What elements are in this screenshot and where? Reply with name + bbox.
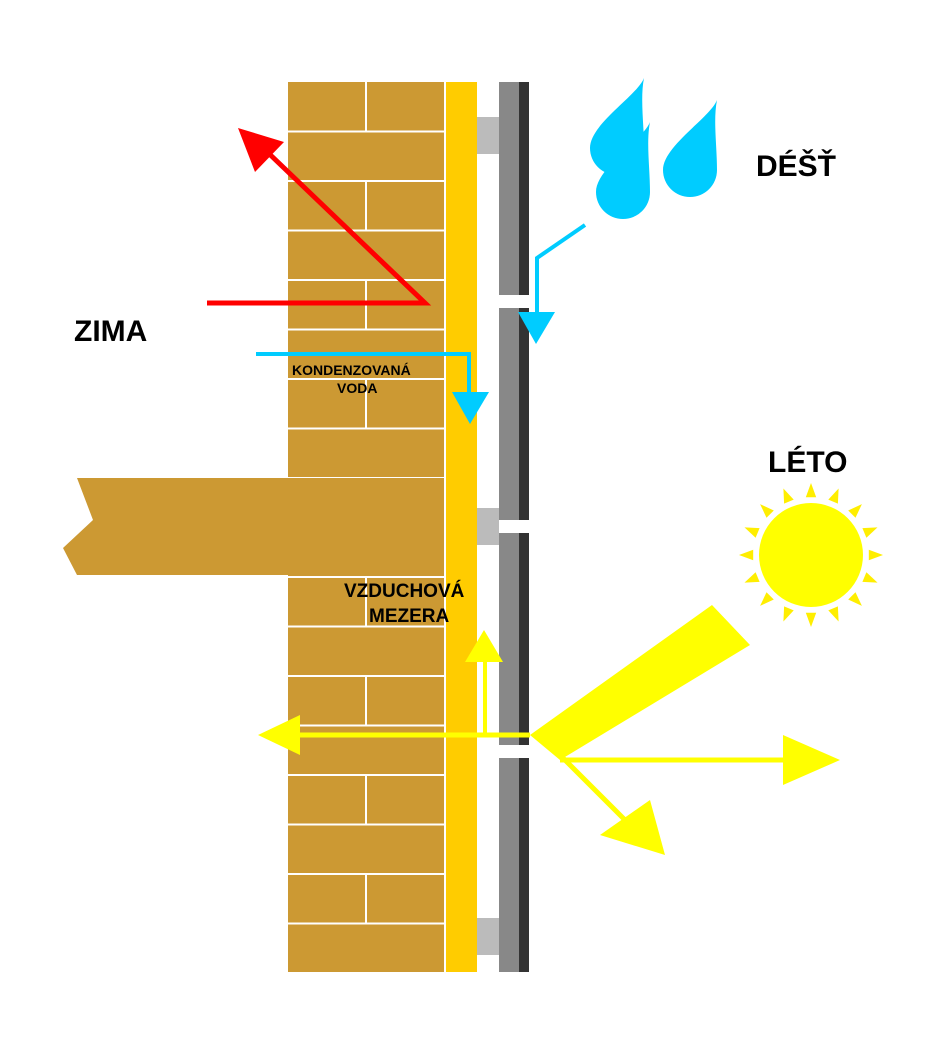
sun-ray — [868, 549, 883, 561]
floor-slab — [63, 478, 444, 575]
sun-ray — [760, 592, 774, 606]
cladding-panels — [499, 82, 529, 972]
cladding-panel-3 — [499, 533, 519, 745]
solar-radiation-arrows — [258, 605, 840, 855]
scattered-ray-head — [600, 800, 665, 855]
reflected-ray-head — [783, 735, 840, 785]
sun-disc — [759, 503, 863, 607]
sun-rays — [739, 483, 883, 627]
cladding-panel-1 — [499, 82, 519, 295]
insulation-layer — [446, 82, 477, 972]
sun-ray — [805, 612, 817, 627]
rain-drops — [590, 78, 717, 219]
condensation-arrow-head — [452, 392, 489, 424]
rain-arrow-line — [535, 223, 587, 315]
sun-ray — [805, 483, 817, 498]
bracket-middle — [477, 508, 499, 545]
sun-ray — [739, 549, 754, 561]
bracket-top — [477, 117, 499, 154]
sun-ray — [848, 592, 862, 606]
cladding-panel-1-edge — [519, 82, 529, 295]
condensed-water-label-line2: VODA — [337, 380, 377, 396]
cladding-panel-2 — [499, 308, 519, 520]
rain-drop-icon — [663, 100, 717, 197]
air-gap-rising-head — [465, 630, 503, 662]
absorbed-ray-head — [258, 715, 300, 755]
winter-arrow-line — [207, 143, 432, 306]
sun-ray — [744, 527, 760, 538]
rain-drop-icon — [596, 122, 650, 219]
winter-label: ZIMA — [74, 315, 147, 348]
cladding-panel-4-edge — [519, 758, 529, 972]
sun-ray — [783, 606, 794, 622]
rain-label: DÉŠŤ — [756, 149, 836, 183]
winter-arrow-head — [238, 128, 284, 172]
sun-ray — [783, 488, 794, 504]
sun-ray — [828, 606, 839, 622]
air-gap-label-line1: VZDUCHOVÁ — [344, 580, 465, 602]
sun-ray — [828, 488, 839, 504]
rain-arrow — [518, 223, 587, 344]
summer-label: LÉTO — [768, 445, 847, 479]
scattered-ray-line — [558, 753, 630, 825]
rain-arrow-head — [518, 312, 555, 344]
mortar-lines — [288, 82, 444, 925]
sun-ray — [862, 572, 878, 583]
air-gap-label-line2: MEZERA — [369, 606, 450, 627]
sun-ray — [848, 504, 862, 518]
condensed-water-label-line1: KONDENZOVANÁ — [292, 362, 411, 378]
bracket-bottom — [477, 918, 499, 955]
sun-beam — [530, 605, 750, 760]
sun-icon — [739, 483, 883, 627]
winter-heat-arrow — [207, 128, 432, 306]
sun-ray — [760, 504, 774, 518]
sun-ray — [862, 527, 878, 538]
condensation-arrow — [256, 352, 489, 424]
cladding-panel-4 — [499, 758, 519, 972]
condensation-arrow-line — [256, 352, 471, 395]
cladding-panel-2-edge — [519, 308, 529, 520]
cladding-panel-3-edge — [519, 533, 529, 745]
sun-ray — [744, 572, 760, 583]
brackets — [477, 117, 499, 955]
